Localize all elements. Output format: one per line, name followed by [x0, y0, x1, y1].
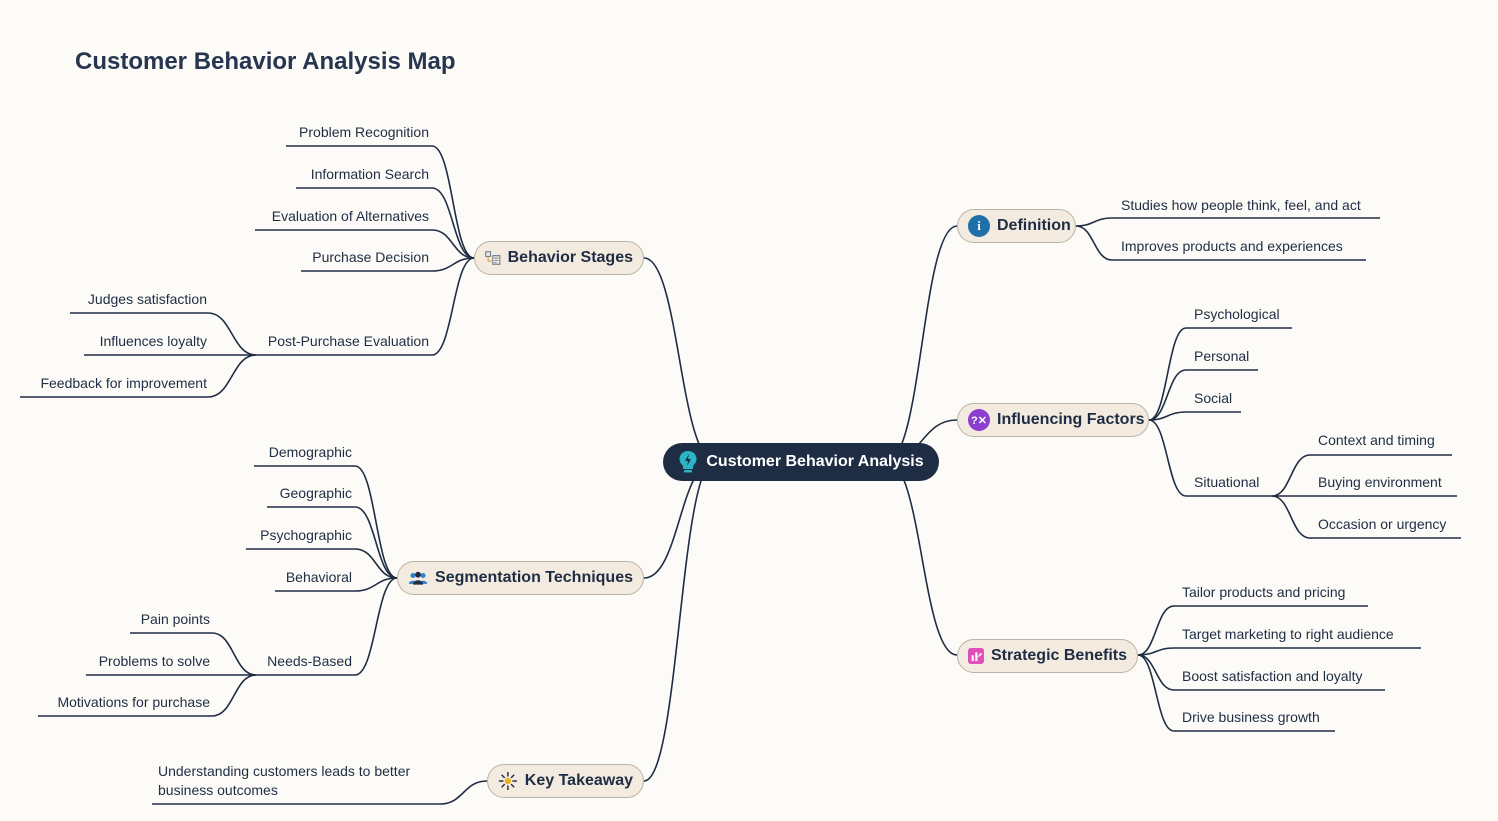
leaf-tailor-products: Tailor products and pricing — [1182, 584, 1346, 600]
leaf-feedback-for-improvement: Feedback for improvement — [40, 375, 207, 391]
info-icon: i — [968, 215, 990, 237]
leaf-evaluation-of-alternatives: Evaluation of Alternatives — [271, 208, 429, 224]
brain-icon: ?✕ — [968, 409, 990, 431]
stages-icon — [485, 251, 501, 265]
node-label: Behavior Stages — [507, 249, 633, 266]
leaf-studies-how-people: Studies how people think, feel, and act — [1121, 197, 1361, 213]
node-influencing-factors[interactable]: ?✕ Influencing Factors — [957, 403, 1149, 437]
leaf-influences-loyalty: Influences loyalty — [99, 333, 207, 349]
leaf-improves-products: Improves products and experiences — [1121, 238, 1343, 254]
leaf-needs-based: Needs-Based — [267, 653, 352, 669]
leaf-behavioral: Behavioral — [285, 569, 352, 585]
connector-line — [643, 460, 716, 782]
leaf-problem-recognition: Problem Recognition — [299, 124, 429, 140]
node-segmentation-techniques[interactable]: Segmentation Techniques — [397, 561, 644, 595]
connector-line — [20, 354, 257, 398]
leaf-purchase-decision: Purchase Decision — [312, 249, 429, 265]
leaf-context-and-timing: Context and timing — [1318, 432, 1435, 448]
connector-line — [246, 548, 398, 579]
connector-line — [1137, 654, 1385, 691]
leaf-psychographic: Psychographic — [260, 527, 352, 543]
connector-line — [38, 674, 257, 717]
central-node[interactable]: Customer Behavior Analysis — [663, 443, 939, 481]
leaf-social: Social — [1194, 390, 1233, 406]
connector-line — [275, 577, 398, 592]
sparkle-icon — [498, 772, 517, 790]
connector-line — [1137, 647, 1421, 656]
node-strategic-benefits[interactable]: Strategic Benefits — [957, 639, 1138, 673]
connector-line — [1148, 419, 1272, 497]
leaf-target-marketing: Target marketing to right audience — [1182, 626, 1394, 642]
node-label: Segmentation Techniques — [435, 569, 633, 586]
node-label: Definition — [997, 217, 1071, 234]
connector-line — [256, 577, 398, 676]
connector-line — [643, 257, 716, 462]
leaf-personal: Personal — [1194, 348, 1250, 364]
leaf-judges-satisfaction: Judges satisfaction — [87, 291, 207, 307]
leaf-psychological: Psychological — [1194, 306, 1280, 322]
connector-line — [1148, 327, 1292, 421]
connector-line — [152, 780, 488, 805]
central-node-label: Customer Behavior Analysis — [706, 453, 924, 470]
leaf-occasion-or-urgency: Occasion or urgency — [1318, 516, 1447, 532]
connector-line — [1137, 605, 1368, 656]
connector-line — [256, 257, 475, 356]
connector-line — [1075, 225, 1366, 261]
leaf-takeaway-text: Understanding customers leads to better … — [158, 763, 411, 798]
leaf-pain-points: Pain points — [140, 611, 210, 627]
chart-icon — [968, 648, 984, 664]
lightbulb-icon — [679, 451, 697, 473]
connector-line — [130, 632, 257, 676]
connector-line — [255, 229, 475, 259]
leaf-problems-to-solve: Problems to solve — [98, 653, 210, 669]
node-label: Strategic Benefits — [990, 647, 1127, 664]
node-label: Influencing Factors — [997, 411, 1145, 428]
connector-line — [267, 506, 398, 579]
connector-line — [1075, 217, 1380, 227]
connector-line — [301, 257, 475, 272]
leaf-motivations-for-purchase: Motivations for purchase — [57, 694, 210, 710]
node-definition[interactable]: i Definition — [957, 209, 1076, 243]
leaf-geographic: Geographic — [279, 485, 352, 501]
connector-line — [70, 312, 257, 356]
node-key-takeaway[interactable]: Key Takeaway — [487, 764, 644, 798]
connector-line — [296, 187, 475, 259]
node-label: Key Takeaway — [524, 772, 633, 789]
connector-line — [886, 225, 958, 462]
connector-line — [1137, 654, 1335, 732]
connector-line — [1271, 454, 1452, 497]
page-title: Customer Behavior Analysis Map — [75, 48, 456, 75]
leaf-buying-environment: Buying environment — [1318, 474, 1442, 490]
connector-line — [1148, 411, 1241, 421]
leaf-boost-satisfaction: Boost satisfaction and loyalty — [1182, 668, 1363, 684]
node-behavior-stages[interactable]: Behavior Stages — [474, 241, 644, 275]
connector-line — [886, 460, 958, 656]
connector-line — [286, 145, 475, 259]
connector-line — [254, 465, 398, 579]
connector-line — [1148, 369, 1258, 421]
leaf-drive-business-growth: Drive business growth — [1182, 709, 1320, 725]
people-icon — [408, 571, 428, 585]
connector-line — [1271, 495, 1461, 539]
leaf-demographic: Demographic — [268, 444, 352, 460]
leaf-post-purchase-evaluation: Post-Purchase Evaluation — [267, 333, 429, 349]
leaf-situational: Situational — [1194, 474, 1260, 490]
leaf-information-search: Information Search — [310, 166, 429, 182]
